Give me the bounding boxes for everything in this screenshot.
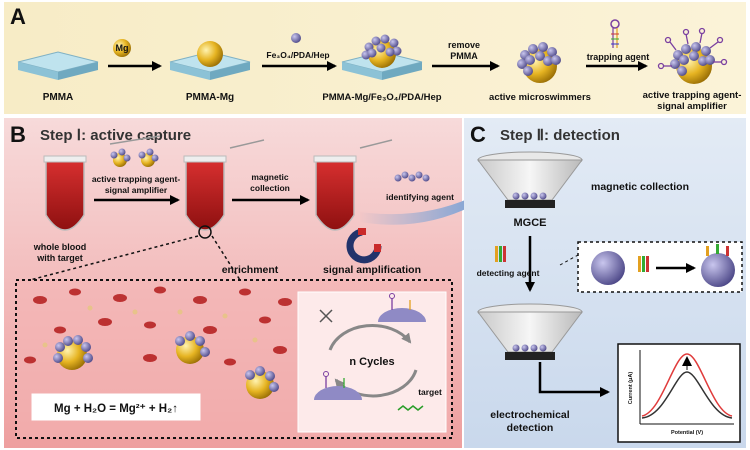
amplifier-particles-icon: [109, 135, 161, 167]
plot-ylabel: Current (μA): [628, 372, 634, 405]
platelets: [42, 305, 258, 348]
zoom-microswimmer-3: [245, 366, 279, 399]
blood-tube-3: [313, 139, 393, 231]
active-microswimmer: [517, 42, 561, 83]
panel-c-title: Step Ⅱ: detection: [500, 127, 620, 144]
mg-sphere-icon: [113, 39, 131, 57]
detecting-agent-icon: [495, 246, 506, 262]
cycle-arc-top: [328, 324, 412, 351]
stage5-label-2: signal amplifier: [657, 101, 727, 112]
stage2-label: PMMA-Mg: [186, 92, 234, 103]
sample-label-2: with target: [36, 253, 83, 263]
identifying-agent-icon: [394, 171, 430, 182]
detail-bound-probes: [706, 244, 729, 256]
cycle-particle-top: [378, 293, 426, 322]
pmma-mg-coated-slab: [341, 34, 423, 80]
arrow-b2-label-1: magnetic: [251, 172, 289, 182]
cycle-particle-bottom: [314, 371, 362, 400]
target-label: target: [418, 387, 442, 397]
arrow-c2: [538, 362, 610, 397]
sample-label-1: whole blood: [33, 242, 87, 252]
detecting-agent-label: detecting agent: [477, 268, 540, 278]
stage1-label: PMMA: [43, 92, 74, 103]
electrode-label: MGCE: [514, 217, 547, 229]
hairpin-probe-icon: [610, 19, 620, 48]
zoom-microswimmer-2: [175, 331, 210, 364]
detail-particle-after: [701, 253, 735, 287]
zoom-microswimmer-1: [53, 335, 93, 370]
target-strand-icon: [397, 405, 424, 411]
panel-c-label: C: [470, 122, 486, 147]
detection-label-2: detection: [507, 422, 554, 434]
arrow-b1-label-2: signal amplifier: [105, 185, 168, 195]
signal-amplification-label: signal amplification: [323, 264, 421, 276]
detection-label-1: electrochemical: [490, 409, 569, 421]
panel-b-title: Step Ⅰ: active capture: [40, 127, 191, 144]
cycles-label: n Cycles: [349, 356, 394, 368]
zoom-line-right: [211, 235, 241, 281]
reaction-box: [31, 393, 201, 421]
stage4-label: active microswimmers: [489, 92, 591, 103]
detail-probe-icon: [638, 256, 649, 272]
plot-xlabel: Potential (V): [671, 430, 703, 436]
arrow-b2-label-2: collection: [250, 183, 290, 193]
panel-a-label: A: [10, 4, 26, 29]
arrow-a1-label: Mg: [116, 43, 129, 53]
enrichment-label: enrichment: [222, 264, 279, 276]
magnetic-collection-label: magnetic collection: [591, 181, 689, 193]
curve-after: [641, 353, 733, 417]
reaction-equation: Mg + H₂O = Mg²⁺ + H₂↑: [54, 403, 178, 415]
arrow-b1-label-1: active trapping agent-: [92, 174, 180, 184]
arrow-a3-label-2: PMMA: [450, 51, 478, 61]
pmma-slab: [17, 51, 99, 80]
blood-tube-2: [183, 139, 265, 239]
blood-tube-1: [43, 155, 87, 231]
curve-before: [641, 371, 733, 419]
arrow-a2-label: Fe₃O₄/PDA/Hep: [266, 50, 329, 60]
detection-funnel: [477, 303, 583, 360]
fe3o4-particle-icon: [291, 33, 301, 43]
trapping-agent-signal-amplifier: [657, 27, 728, 84]
magnet-icon: [346, 228, 382, 264]
stage3-label: PMMA-Mg/Fe₃O₄/PDA/Hep: [322, 92, 441, 103]
panel-b-label: B: [10, 122, 26, 147]
arrow-a4-label: trapping agent: [587, 52, 650, 62]
stage5-label-1: active trapping agent-: [643, 90, 742, 101]
transfer-arrow-b-to-c: [360, 190, 490, 225]
zoom-line-left: [29, 235, 199, 281]
detail-particle-before: [591, 251, 625, 285]
collection-funnel: [477, 151, 583, 208]
pmma-mg-slab: [169, 41, 251, 80]
red-blood-cells: [24, 286, 292, 366]
voltammogram-frame: [617, 343, 741, 443]
scissors-icon: [319, 309, 333, 323]
arrow-a3-label-1: remove: [448, 40, 480, 50]
identifying-agent-label: identifying agent: [386, 192, 454, 202]
